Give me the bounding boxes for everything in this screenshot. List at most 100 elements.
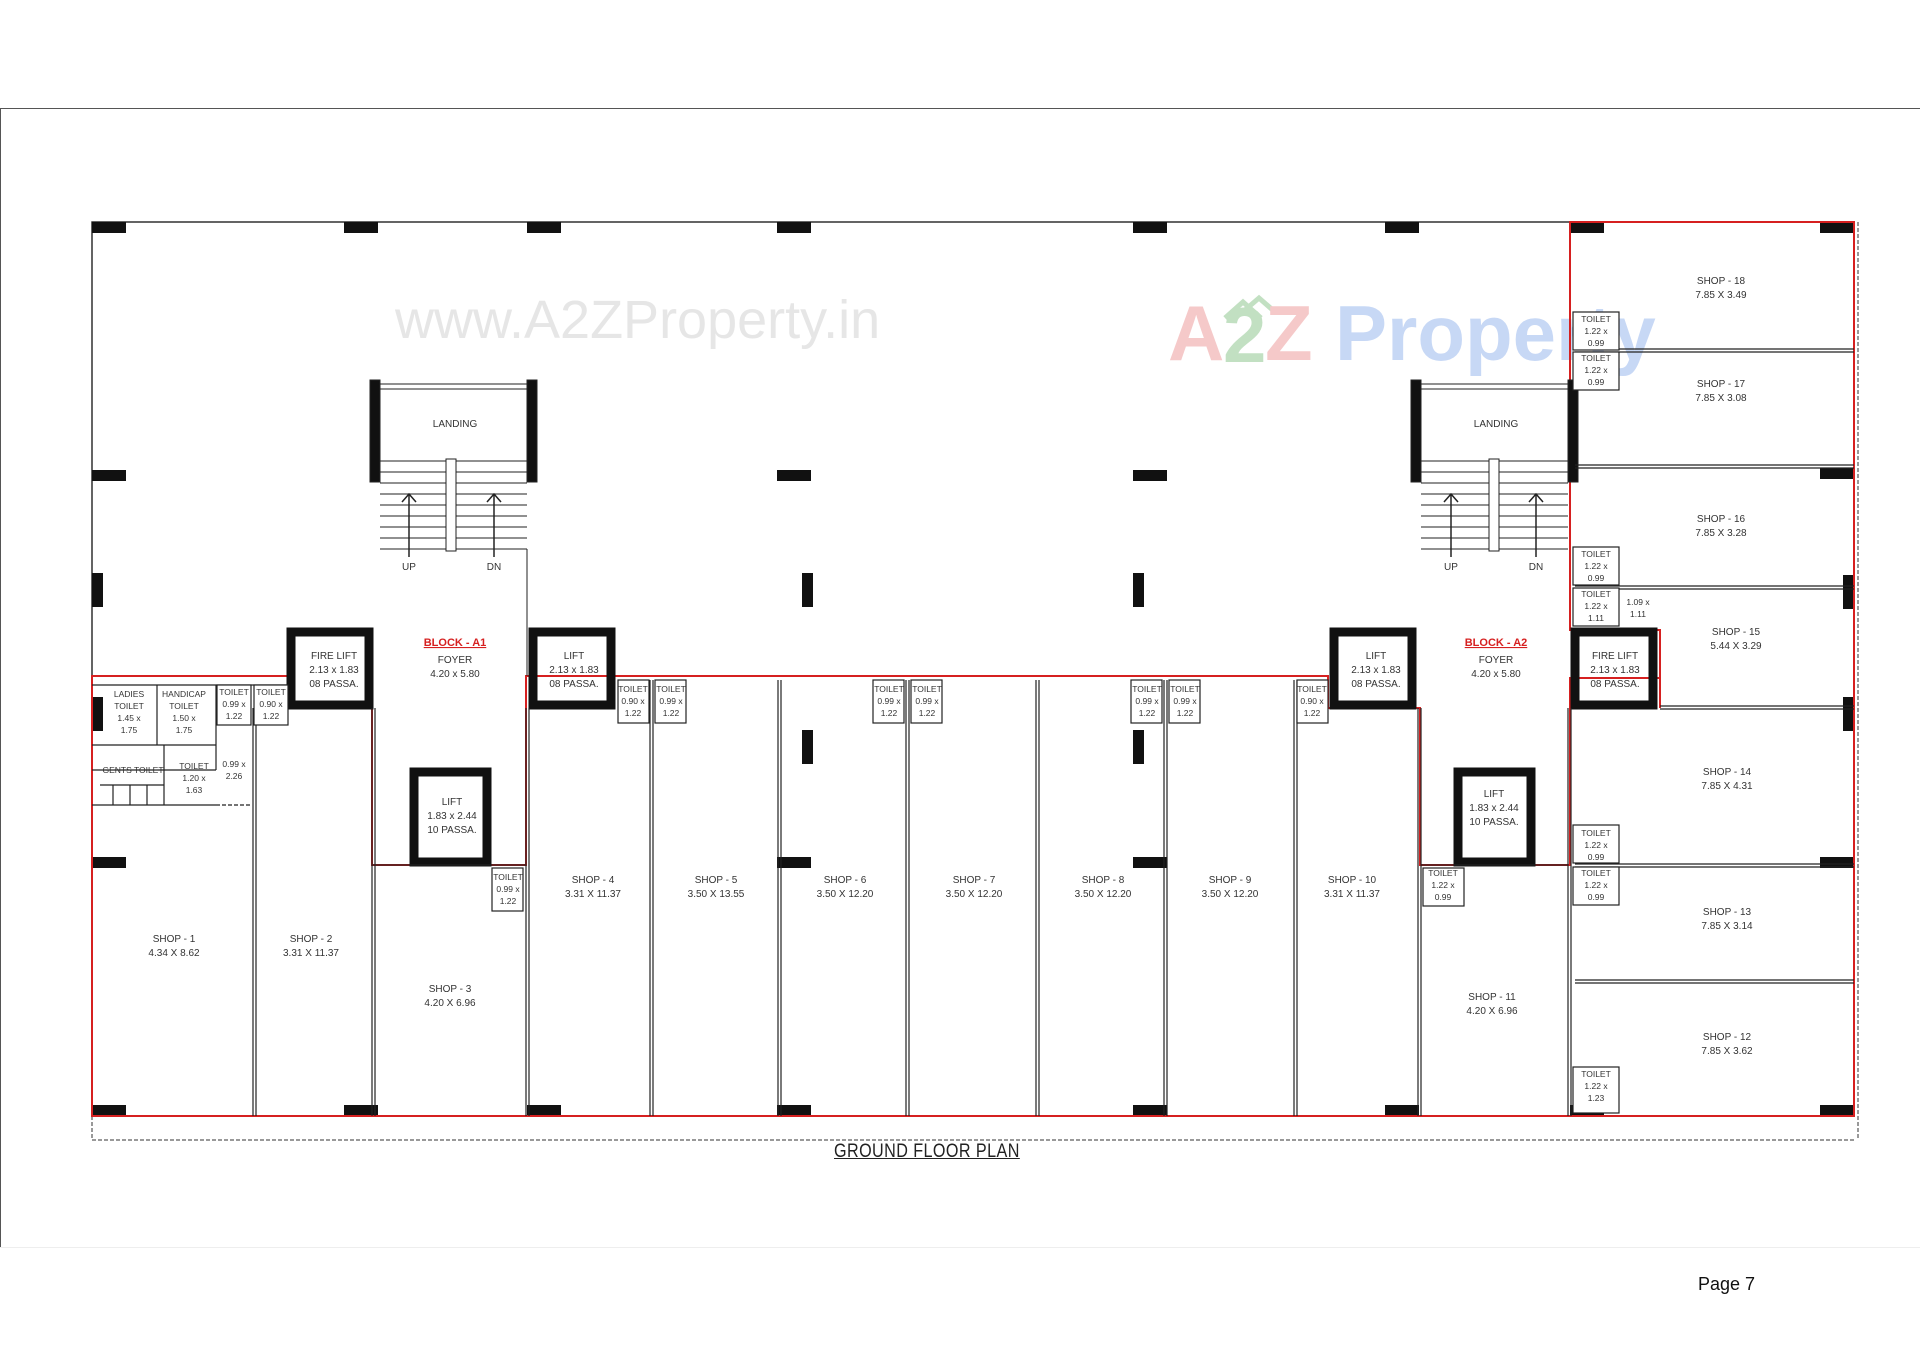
svg-text:3.50 X 12.20: 3.50 X 12.20	[817, 889, 874, 900]
svg-text:08 PASSA.: 08 PASSA.	[1590, 679, 1639, 690]
svg-text:1.22 x: 1.22 x	[1584, 880, 1608, 890]
svg-text:4.20 X 6.96: 4.20 X 6.96	[424, 998, 476, 1009]
landing-label-a1: LANDING	[433, 419, 478, 430]
fire-lift-a1-name: FIRE LIFT	[311, 651, 357, 662]
stair-dn-a1: DN	[487, 562, 501, 573]
svg-text:1.75: 1.75	[176, 725, 193, 735]
partition-walls	[92, 348, 1854, 1116]
lift-a2-name: LIFT	[1366, 651, 1387, 662]
svg-text:1.83 x 2.44: 1.83 x 2.44	[427, 811, 477, 822]
svg-text:1.75: 1.75	[121, 725, 138, 735]
svg-text:0.99: 0.99	[1588, 377, 1605, 387]
svg-text:2.26: 2.26	[226, 771, 243, 781]
svg-text:1.22: 1.22	[1304, 708, 1321, 718]
svg-text:2.13 x 1.83: 2.13 x 1.83	[1590, 665, 1640, 676]
svg-text:SHOP - 8: SHOP - 8	[1082, 875, 1125, 886]
svg-text:0.90 x: 0.90 x	[1300, 696, 1324, 706]
svg-text:0.99: 0.99	[1435, 892, 1452, 902]
stair-up-a2: UP	[1444, 562, 1458, 573]
svg-text:TOILET: TOILET	[1297, 684, 1327, 694]
svg-text:1.22: 1.22	[1177, 708, 1194, 718]
svg-text:0.99: 0.99	[1588, 573, 1605, 583]
svg-text:0.99 x: 0.99 x	[877, 696, 901, 706]
svg-text:SHOP - 1: SHOP - 1	[153, 934, 196, 945]
svg-text:4.20 X 6.96: 4.20 X 6.96	[1466, 1006, 1518, 1017]
svg-text:TOILET: TOILET	[1581, 353, 1611, 363]
svg-text:2.13 x 1.83: 2.13 x 1.83	[1351, 665, 1401, 676]
svg-text:1.22: 1.22	[625, 708, 642, 718]
svg-text:0.99 x: 0.99 x	[1173, 696, 1197, 706]
svg-text:3.50 X 12.20: 3.50 X 12.20	[1075, 889, 1132, 900]
svg-text:SHOP - 11: SHOP - 11	[1468, 992, 1516, 1003]
svg-text:TOILET: TOILET	[1581, 1069, 1611, 1079]
svg-text:7.85 X 4.31: 7.85 X 4.31	[1701, 781, 1753, 792]
svg-text:10 PASSA.: 10 PASSA.	[1469, 817, 1518, 828]
svg-text:TOILET: TOILET	[1581, 314, 1611, 324]
svg-text:1.22: 1.22	[263, 711, 280, 721]
svg-text:1.23: 1.23	[1588, 1093, 1605, 1103]
svg-text:1.22 x: 1.22 x	[1584, 326, 1608, 336]
svg-text:TOILET: TOILET	[1581, 828, 1611, 838]
svg-text:TOILET: TOILET	[256, 687, 286, 697]
svg-text:1.22: 1.22	[663, 708, 680, 718]
svg-text:0.99 x: 0.99 x	[915, 696, 939, 706]
block-a2-label: BLOCK - A2	[1465, 637, 1528, 649]
fire-lift-a2-name: FIRE LIFT	[1592, 651, 1638, 662]
svg-text:0.99: 0.99	[1588, 338, 1605, 348]
svg-text:0.99 x: 0.99 x	[222, 699, 246, 709]
svg-text:TOILET: TOILET	[1581, 589, 1611, 599]
svg-text:1.22 x: 1.22 x	[1431, 880, 1455, 890]
house-icon	[1223, 294, 1277, 320]
svg-text:0.99 x: 0.99 x	[1135, 696, 1159, 706]
svg-text:SHOP - 3: SHOP - 3	[429, 984, 472, 995]
svg-text:10 PASSA.: 10 PASSA.	[427, 825, 476, 836]
watermark-url: www.A2ZProperty.in	[394, 290, 880, 350]
svg-text:TOILET: TOILET	[1581, 549, 1611, 559]
svg-text:LADIES: LADIES	[114, 689, 145, 699]
svg-text:SHOP - 7: SHOP - 7	[953, 875, 996, 886]
drawing-title: GROUND FLOOR PLAN	[834, 1141, 1020, 1162]
svg-text:TOILET: TOILET	[179, 761, 209, 771]
svg-text:SHOP - 15: SHOP - 15	[1712, 627, 1761, 638]
shop-toilet-labels: TOILET 0.99 x 1.22 TOILET 0.90 x 1.22 TOILET…	[493, 314, 1611, 1103]
svg-text:SHOP - 5: SHOP - 5	[695, 875, 738, 886]
svg-text:TOILET: TOILET	[874, 684, 904, 694]
svg-text:FOYER: FOYER	[1479, 655, 1513, 666]
toilet-boxes	[216, 311, 1620, 1114]
svg-text:TOILET: TOILET	[618, 684, 648, 694]
svg-text:1.22 x: 1.22 x	[1584, 1081, 1608, 1091]
svg-text:4.34 X 8.62: 4.34 X 8.62	[148, 948, 200, 959]
svg-text:SHOP - 2: SHOP - 2	[290, 934, 333, 945]
svg-text:7.85 X 3.62: 7.85 X 3.62	[1701, 1046, 1753, 1057]
svg-text:3.50 X 12.20: 3.50 X 12.20	[946, 889, 1003, 900]
lift2-a1-name: LIFT	[442, 797, 463, 808]
svg-text:TOILET: TOILET	[656, 684, 686, 694]
svg-text:5.44 X 3.29: 5.44 X 3.29	[1710, 641, 1762, 652]
svg-text:SHOP - 4: SHOP - 4	[572, 875, 615, 886]
svg-text:7.85 X 3.14: 7.85 X 3.14	[1701, 921, 1753, 932]
svg-text:1.83 x 2.44: 1.83 x 2.44	[1469, 803, 1519, 814]
svg-text:7.85 X 3.49: 7.85 X 3.49	[1695, 290, 1747, 301]
svg-text:1.45 x: 1.45 x	[117, 713, 141, 723]
svg-text:Z: Z	[1265, 289, 1313, 377]
svg-text:GENTS TOILET: GENTS TOILET	[102, 765, 163, 775]
page-frame-bottom	[0, 1247, 1920, 1248]
lift-a1-name: LIFT	[564, 651, 585, 662]
svg-text:TOILET: TOILET	[912, 684, 942, 694]
svg-text:1.22: 1.22	[881, 708, 898, 718]
svg-text:1.22: 1.22	[500, 896, 517, 906]
svg-text:A: A	[1168, 289, 1224, 377]
svg-text:SHOP - 12: SHOP - 12	[1703, 1032, 1752, 1043]
svg-text:3.50 X 12.20: 3.50 X 12.20	[1202, 889, 1259, 900]
staircase-a1	[369, 379, 538, 676]
lift-shafts	[286, 627, 1658, 867]
svg-text:SHOP - 6: SHOP - 6	[824, 875, 867, 886]
page-number: Page 7	[1698, 1274, 1756, 1294]
svg-text:3.31 X 11.37: 3.31 X 11.37	[565, 889, 621, 900]
svg-text:SHOP - 16: SHOP - 16	[1697, 514, 1746, 525]
svg-text:1.22 x: 1.22 x	[1584, 561, 1608, 571]
svg-text:TOILET: TOILET	[219, 687, 249, 697]
svg-text:7.85 X 3.08: 7.85 X 3.08	[1695, 393, 1747, 404]
svg-text:SHOP - 17: SHOP - 17	[1697, 379, 1746, 390]
